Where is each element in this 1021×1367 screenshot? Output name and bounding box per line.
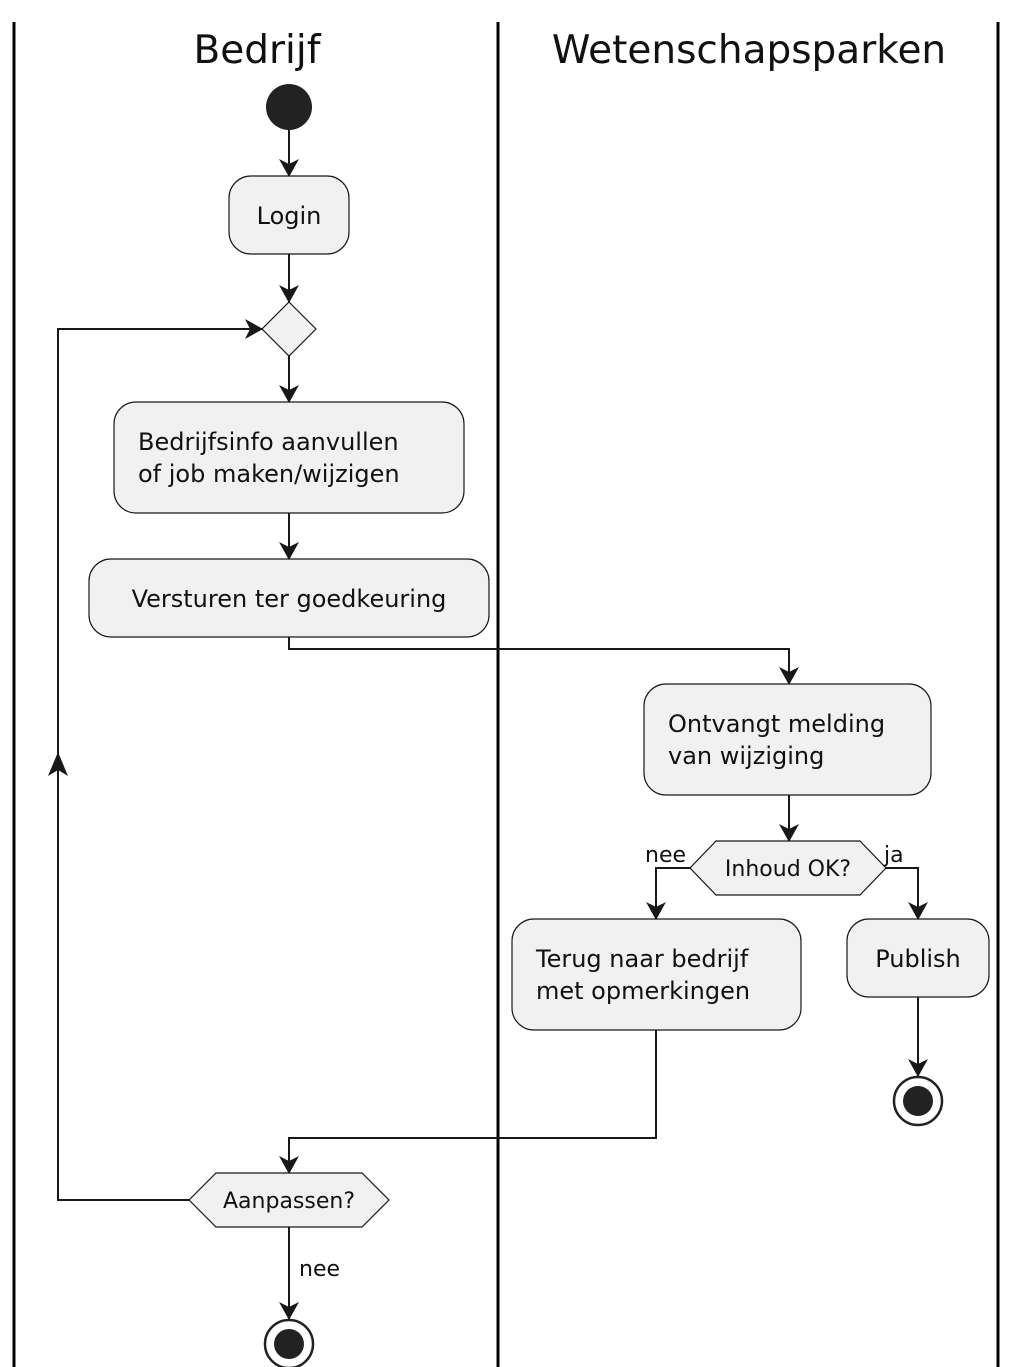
edge-submit-receive — [288, 637, 799, 685]
edge-label-adjust-no: nee — [299, 1257, 340, 1282]
lane-title-wetenschapsparken: Wetenschapsparken — [552, 28, 946, 73]
activity-receive-line1: Ontvangt melding — [668, 710, 885, 738]
end-node-publish — [903, 1086, 933, 1116]
merge-node — [261, 301, 317, 357]
edge-decision-no — [646, 867, 690, 920]
lane-title-bedrijf: Bedrijf — [194, 28, 322, 73]
activity-fill-info-line2: of job maken/wijzigen — [138, 460, 400, 488]
end-node-bottom — [274, 1329, 304, 1359]
activity-publish-label: Publish — [875, 945, 961, 973]
edge-decision-yes — [886, 867, 928, 920]
activity-fill-info-line1: Bedrijfsinfo aanvullen — [138, 428, 399, 456]
activity-receive-line2: van wijziging — [668, 742, 824, 770]
activity-return-line1: Terug naar bedrijf — [535, 945, 749, 973]
start-node — [266, 84, 312, 130]
activity-submit-label: Versturen ter goedkeuring — [132, 585, 447, 613]
activity-fill-info — [113, 401, 465, 514]
activity-receive — [643, 683, 932, 796]
edge-label-content-yes: ja — [883, 843, 904, 868]
activity-login-label: Login — [257, 202, 322, 230]
edge-adjust-loop — [57, 758, 189, 1201]
activity-return-line2: met opmerkingen — [536, 977, 750, 1005]
edge-return-adjust — [279, 1030, 657, 1174]
activity-return — [511, 918, 802, 1031]
edge-label-content-no: nee — [645, 843, 686, 868]
decision-adjust-label: Aanpassen? — [223, 1189, 355, 1214]
edge-loop-to-merge — [57, 319, 263, 758]
edge-adjust-loop-arrowhead — [48, 752, 68, 776]
decision-content-ok-label: Inhoud OK? — [725, 857, 851, 882]
